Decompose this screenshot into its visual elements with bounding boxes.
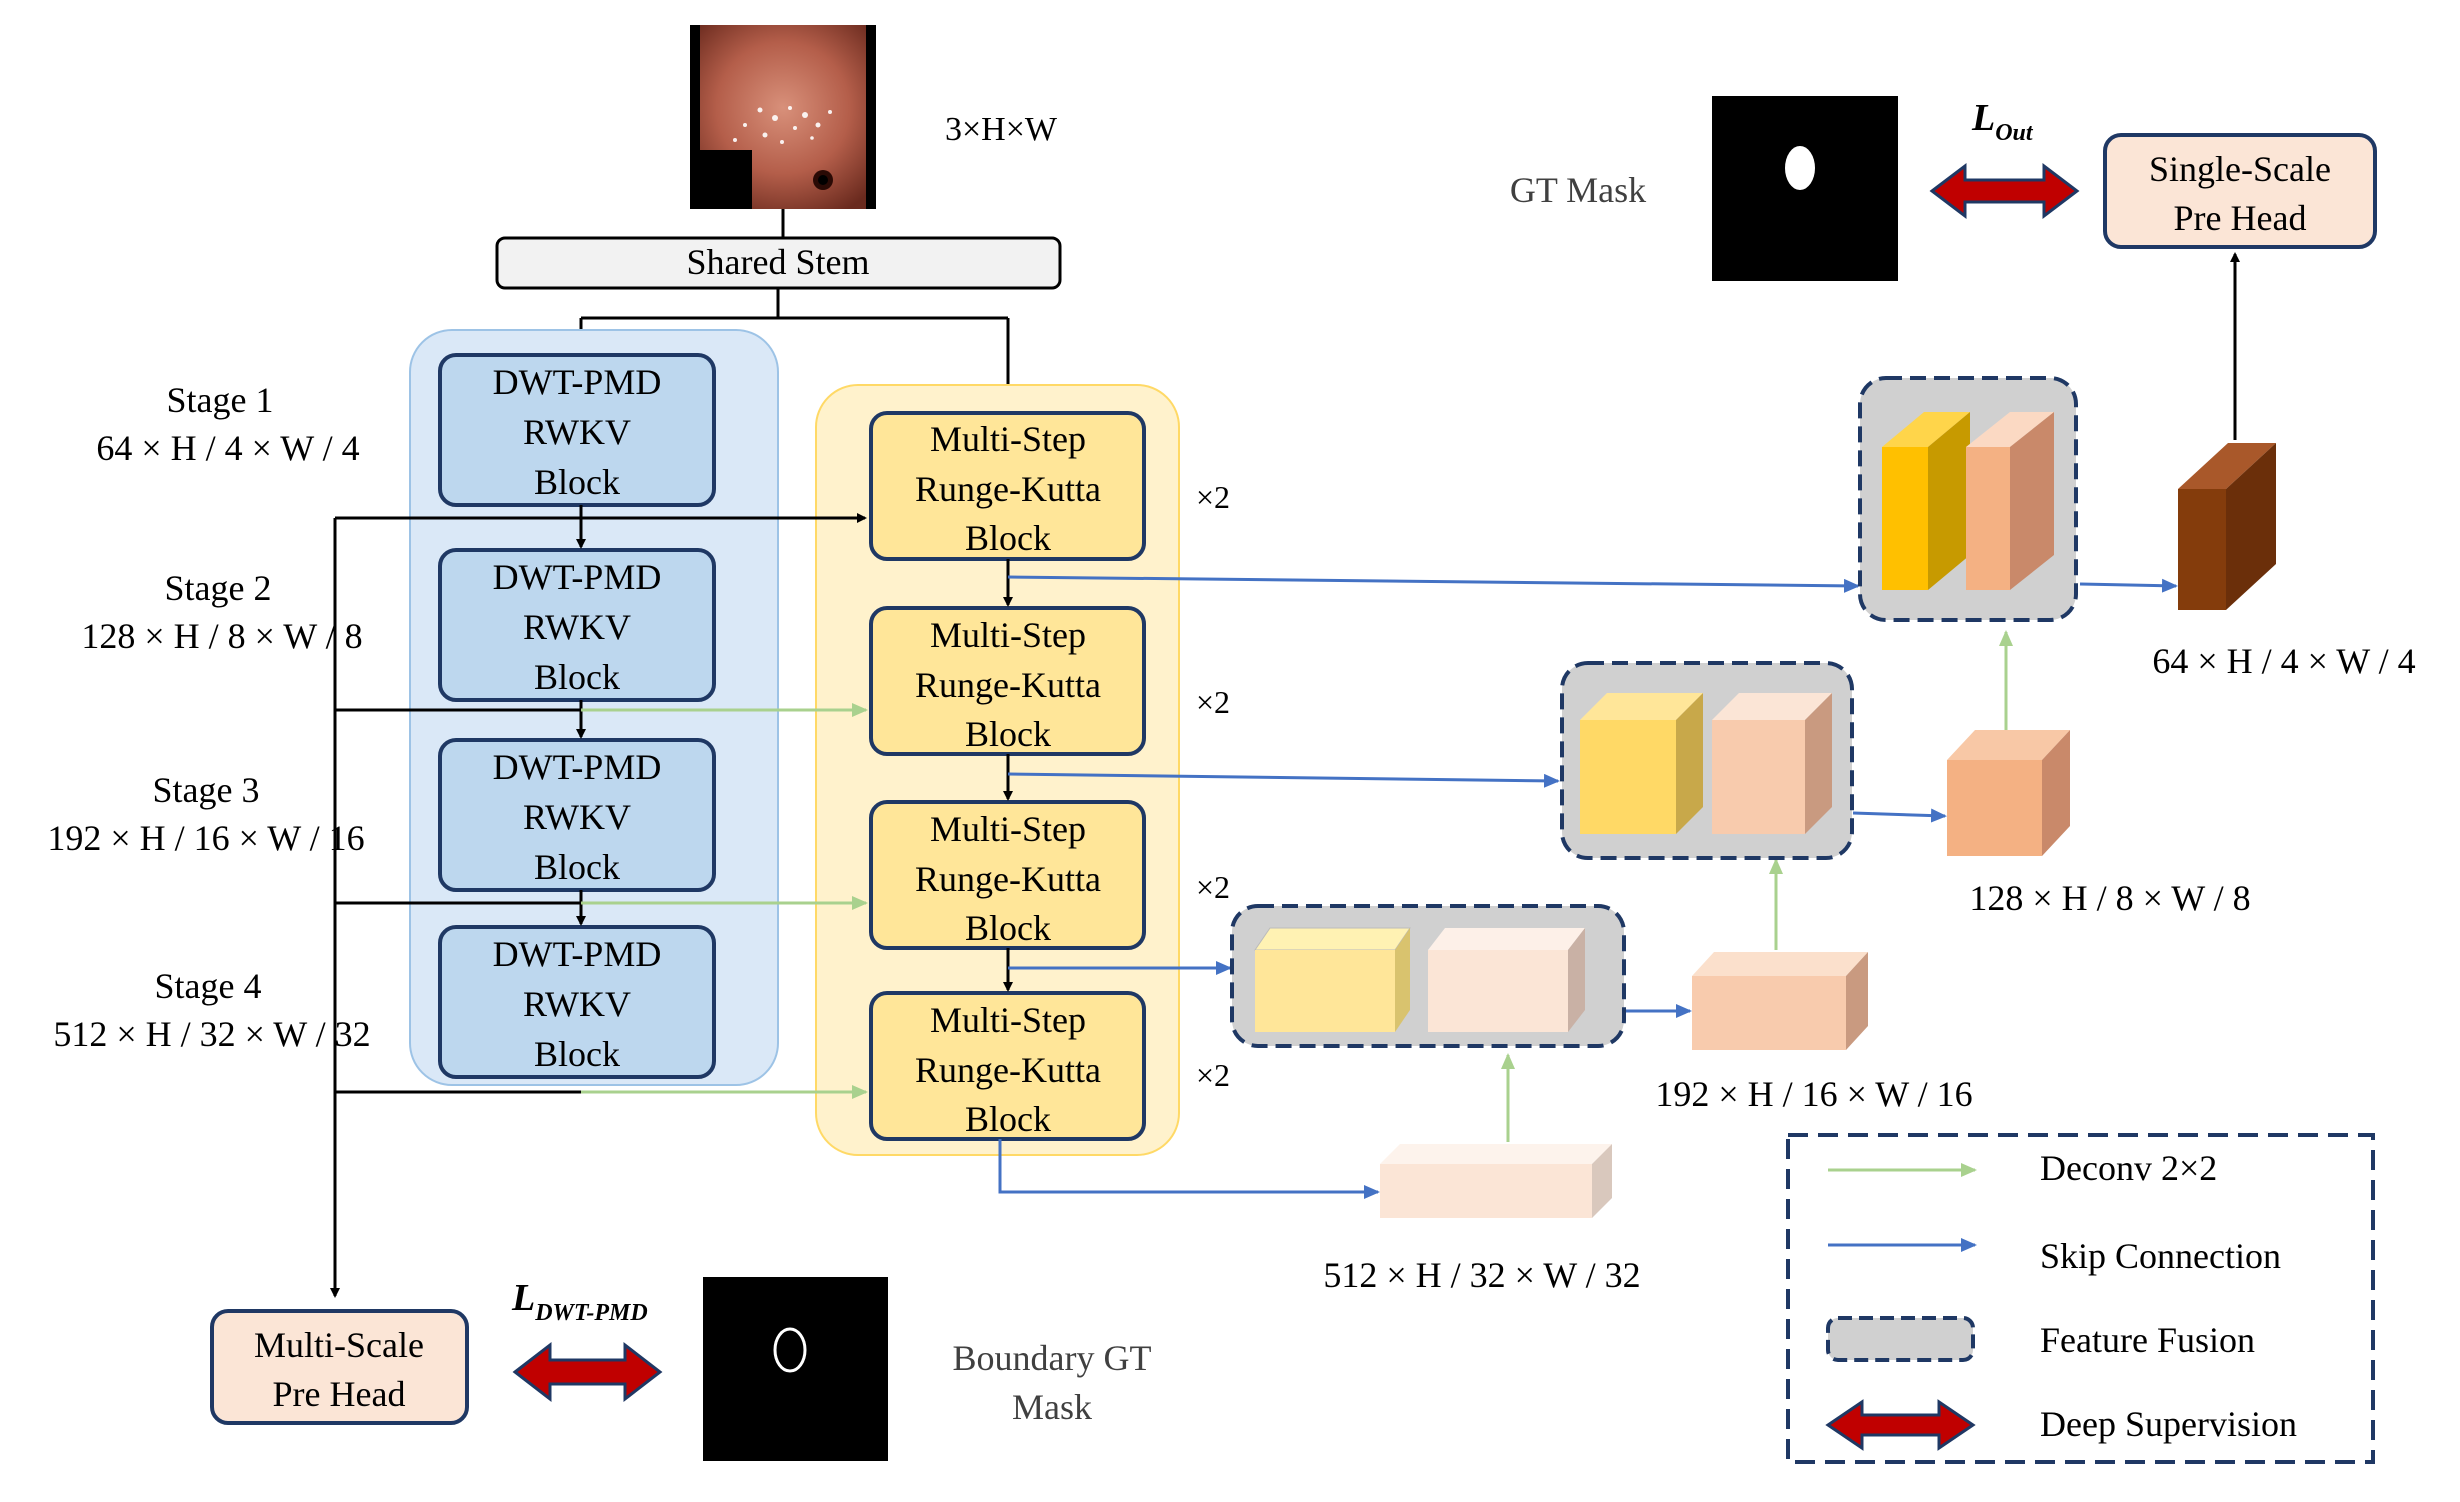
decoder-block-64 <box>2178 443 2276 610</box>
repeat-label-1: ×2 <box>1196 479 1230 515</box>
rk-block-4-line3: Block <box>965 1099 1051 1139</box>
gt-mask-image <box>1712 96 1898 281</box>
rk-block-1-line2: Runge-Kutta <box>915 469 1101 509</box>
legend-deep-label: Deep Supervision <box>2040 1404 2297 1444</box>
rk-block-3-line3: Block <box>965 908 1051 948</box>
decoder-dims-512: 512 × H / 32 × W / 32 <box>1323 1255 1640 1295</box>
rk-block-2-line1: Multi-Step <box>930 615 1086 655</box>
rk-block-3-line2: Runge-Kutta <box>915 859 1101 899</box>
repeat-labels: ×2 ×2 ×2 ×2 <box>1196 479 1230 1093</box>
stage-3-dims: 192 × H / 16 × W / 16 <box>47 818 364 858</box>
encoder-block-3-line2: RWKV <box>523 797 631 837</box>
stage-4-dims: 512 × H / 32 × W / 32 <box>53 1014 370 1054</box>
stage-4-name: Stage 4 <box>155 966 262 1006</box>
shared-stem: Shared Stem <box>495 236 1062 290</box>
rk-block-3-line1: Multi-Step <box>930 809 1086 849</box>
rk-block-3: Multi-Step Runge-Kutta Block <box>869 800 1146 950</box>
loss-out: LOut <box>1971 97 2034 146</box>
legend-fusion-swatch <box>1826 1316 1975 1362</box>
repeat-label-3: ×2 <box>1196 869 1230 905</box>
encoder-to-rk-green-arrows <box>581 703 868 1099</box>
feature-fusion-3 <box>1858 376 2078 622</box>
stage-2-name: Stage 2 <box>165 568 272 608</box>
rk-block-2-line3: Block <box>965 714 1051 754</box>
decoder-block-192 <box>1692 952 1868 1050</box>
single-scale-head: Single-Scale Pre Head <box>2103 133 2377 249</box>
decoder-dims-labels: 512 × H / 32 × W / 32 192 × H / 16 × W /… <box>1323 641 2415 1295</box>
repeat-label-2: ×2 <box>1196 684 1230 720</box>
multi-scale-head: Multi-Scale Pre Head <box>210 1309 469 1425</box>
stage-3-name: Stage 3 <box>153 770 260 810</box>
boundary-mask-label-1: Boundary GT <box>953 1338 1152 1378</box>
legend-skip-label: Skip Connection <box>2040 1236 2281 1276</box>
deep-supervision-arrow-out <box>1929 162 2080 220</box>
rk-block-1: Multi-Step Runge-Kutta Block <box>869 411 1146 561</box>
encoder-block-4: DWT-PMD RWKV Block <box>438 925 716 1079</box>
deconv-arrows <box>1501 630 2013 1142</box>
multi-scale-head-line2: Pre Head <box>273 1374 406 1414</box>
boundary-mask-image <box>703 1277 888 1461</box>
input-dims: 3×H×W <box>945 111 1058 148</box>
skip-connections <box>998 575 2178 1199</box>
decoder-block-512 <box>1380 1144 1612 1218</box>
legend-fusion-label: Feature Fusion <box>2040 1320 2255 1360</box>
feature-fusion-1 <box>1230 904 1626 1048</box>
encoder-block-1-line1: DWT-PMD <box>493 362 662 402</box>
input-image <box>690 25 876 209</box>
rk-block-2: Multi-Step Runge-Kutta Block <box>869 606 1146 756</box>
encoder-block-4-line3: Block <box>534 1034 620 1074</box>
encoder-block-3: DWT-PMD RWKV Block <box>438 738 716 892</box>
rk-block-1-line3: Block <box>965 518 1051 558</box>
rk-block-4-line1: Multi-Step <box>930 1000 1086 1040</box>
rk-block-1-line1: Multi-Step <box>930 419 1086 459</box>
deep-supervision-arrow-dwt <box>512 1341 663 1403</box>
encoder-block-2: DWT-PMD RWKV Block <box>438 548 716 702</box>
decoder-dims-192: 192 × H / 16 × W / 16 <box>1655 1074 1972 1114</box>
rk-block-4: Multi-Step Runge-Kutta Block <box>869 991 1146 1141</box>
stage-2-dims: 128 × H / 8 × W / 8 <box>81 616 362 656</box>
decoder-dims-64: 64 × H / 4 × W / 4 <box>2152 641 2415 681</box>
rk-block-4-line2: Runge-Kutta <box>915 1050 1101 1090</box>
encoder-block-1-line2: RWKV <box>523 412 631 452</box>
encoder-block-2-line3: Block <box>534 657 620 697</box>
stage-labels: Stage 1 64 × H / 4 × W / 4 Stage 2 128 ×… <box>47 380 370 1054</box>
multi-scale-head-line1: Multi-Scale <box>254 1325 424 1365</box>
legend-deep-swatch <box>1825 1399 1976 1451</box>
encoder-block-1-line3: Block <box>534 462 620 502</box>
encoder-block-4-line2: RWKV <box>523 984 631 1024</box>
repeat-label-4: ×2 <box>1196 1057 1230 1093</box>
single-scale-head-line2: Pre Head <box>2174 198 2307 238</box>
gt-mask-label: GT Mask <box>1510 170 1646 210</box>
single-scale-head-line1: Single-Scale <box>2149 149 2331 189</box>
stage-1-dims: 64 × H / 4 × W / 4 <box>96 428 359 468</box>
decoder-block-128 <box>1947 730 2070 856</box>
loss-dwt-pmd: LDWT-PMD <box>511 1277 648 1326</box>
encoder-block-2-line2: RWKV <box>523 607 631 647</box>
stage-1-name: Stage 1 <box>167 380 274 420</box>
shared-stem-label: Shared Stem <box>687 242 870 282</box>
legend-deconv-label: Deconv 2×2 <box>2040 1148 2217 1188</box>
decoder-dims-128: 128 × H / 8 × W / 8 <box>1969 878 2250 918</box>
encoder-block-4-line1: DWT-PMD <box>493 934 662 974</box>
legend: Deconv 2×2 Skip Connection Feature Fusio… <box>1786 1133 2375 1464</box>
encoder-block-3-line1: DWT-PMD <box>493 747 662 787</box>
encoder-block-1: DWT-PMD RWKV Block <box>438 353 716 507</box>
multiscale-collector-lines <box>330 513 867 1298</box>
rk-block-2-line2: Runge-Kutta <box>915 665 1101 705</box>
encoder-block-3-line3: Block <box>534 847 620 887</box>
encoder-block-2-line1: DWT-PMD <box>493 557 662 597</box>
boundary-mask-label-2: Mask <box>1012 1387 1092 1427</box>
feature-fusion-2 <box>1560 661 1854 860</box>
